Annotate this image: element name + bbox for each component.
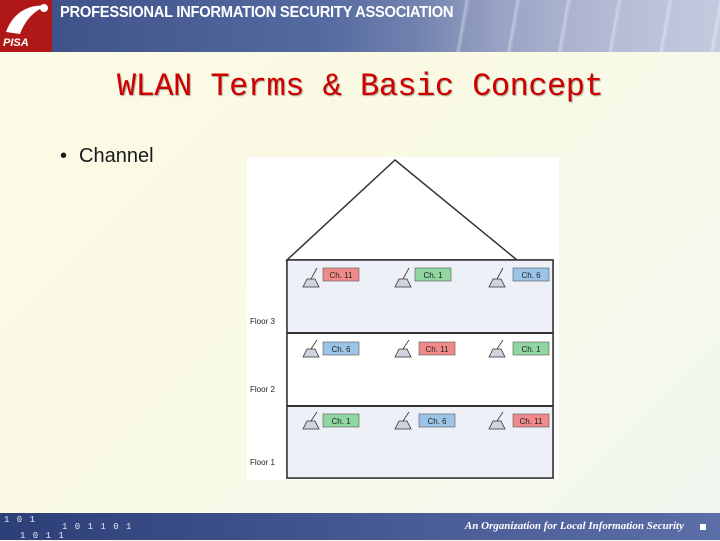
footer-banner: 1 0 1 1 0 1 1 1 0 1 1 0 1 An Organizatio… <box>0 513 720 541</box>
pisa-logo: PISA <box>0 0 52 52</box>
header-banner: PISA PROFESSIONAL INFORMATION SECURITY A… <box>0 0 720 52</box>
channel-label: Ch. 6 <box>427 417 447 426</box>
channel-badge <box>512 267 550 282</box>
binary-decoration: 1 0 1 1 <box>20 531 65 541</box>
channel-label: Ch. 11 <box>330 271 354 280</box>
channel-badge <box>512 341 550 356</box>
channel-badge <box>512 413 550 428</box>
channel-label: Ch. 11 <box>426 345 450 354</box>
access-point-icon <box>302 411 320 430</box>
channel-badge <box>322 341 360 356</box>
floor-label: Floor 2 <box>250 385 275 394</box>
bullet-text: Channel <box>79 145 154 167</box>
access-point-icon <box>302 339 320 358</box>
keyboard-graphic <box>420 0 720 52</box>
channel-label: Ch. 11 <box>520 417 544 426</box>
footer-tagline: An Organization for Local Information Se… <box>464 520 684 532</box>
channel-label: Ch. 1 <box>423 271 443 280</box>
access-point-icon <box>302 267 320 288</box>
organization-title: PROFESSIONAL INFORMATION SECURITY ASSOCI… <box>60 4 454 21</box>
bullet-item: • Channel <box>60 145 154 168</box>
floor-label: Floor 3 <box>250 317 275 326</box>
channel-label: Ch. 1 <box>521 345 541 354</box>
logo-swoosh-icon <box>6 4 48 34</box>
channel-badge <box>418 413 456 428</box>
channel-badge <box>418 341 456 356</box>
channel-badge <box>322 413 360 428</box>
channel-diagram: Floor 3 Floor 2 Floor 1 Ch. 11 Ch. 1 Ch.… <box>247 157 559 480</box>
binary-decoration: 1 0 1 1 0 1 <box>62 522 133 532</box>
access-point-icon <box>488 267 506 288</box>
channel-badge <box>322 267 360 282</box>
access-point-icon <box>394 411 412 430</box>
channel-label: Ch. 1 <box>331 417 351 426</box>
channel-label: Ch. 6 <box>521 271 541 280</box>
access-point-icon <box>488 411 506 430</box>
channel-badge <box>414 267 452 282</box>
logo-text: PISA <box>3 37 29 49</box>
square-icon <box>700 524 706 530</box>
slide-title: WLAN Terms & Basic Concept <box>116 68 604 105</box>
binary-decoration: 1 0 1 <box>4 515 37 525</box>
bullet-dot: • <box>60 145 68 167</box>
access-point-icon <box>488 339 506 358</box>
access-point-icon <box>394 267 412 288</box>
channel-label: Ch. 6 <box>331 345 351 354</box>
house-outline <box>286 259 554 479</box>
floor-label: Floor 1 <box>250 458 275 467</box>
access-point-icon <box>394 339 412 358</box>
